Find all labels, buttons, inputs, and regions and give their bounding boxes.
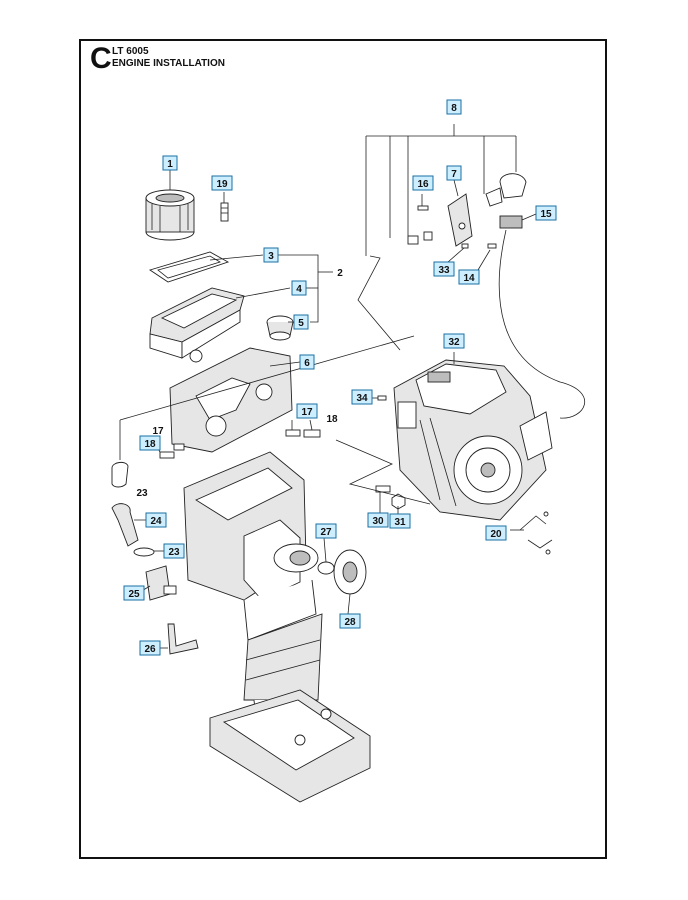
- rammer-body: [183, 451, 371, 803]
- svg-text:27: 27: [320, 527, 332, 538]
- svg-text:20: 20: [490, 529, 502, 540]
- screw-19: [220, 202, 229, 222]
- model-title: LT 6005: [112, 46, 149, 57]
- svg-text:23: 23: [168, 547, 180, 558]
- air-filter-element: [145, 189, 195, 241]
- svg-text:25: 25: [128, 589, 140, 600]
- intake-elbow: [266, 315, 294, 341]
- switch-bracket: [447, 193, 473, 247]
- fuel-hoses: [111, 461, 199, 655]
- svg-text:33: 33: [438, 265, 450, 276]
- pin-34: [377, 395, 387, 401]
- svg-text:2: 2: [337, 268, 343, 279]
- callout-14: 14: [458, 269, 480, 285]
- svg-text:31: 31: [394, 517, 406, 528]
- engine: [393, 359, 553, 521]
- diagram-frame: [79, 39, 607, 859]
- callout-25: 25: [123, 585, 145, 601]
- engine-bracket-plate: [169, 347, 293, 453]
- bolts: [159, 429, 321, 459]
- svg-text:24: 24: [150, 516, 162, 527]
- svg-text:17: 17: [301, 407, 313, 418]
- svg-text:7: 7: [451, 169, 457, 180]
- callout-3: 3: [263, 247, 279, 263]
- washer-33: [461, 243, 469, 249]
- wiring-20: [519, 511, 553, 555]
- svg-text:14: 14: [463, 273, 475, 284]
- callout-18-boxed: 18: [139, 435, 161, 451]
- callout-32: 32: [443, 333, 465, 349]
- callout-30: 30: [367, 512, 389, 528]
- callout-15: 15: [535, 205, 557, 221]
- air-filter-housing: [149, 287, 245, 359]
- callout-23-boxed: 23: [163, 543, 185, 559]
- callout-4: 4: [291, 280, 307, 296]
- callout-7: 7: [446, 165, 462, 181]
- callout-34: 34: [351, 389, 373, 405]
- callout-17-boxed: 17: [296, 403, 318, 419]
- callout-1: 1: [162, 155, 178, 171]
- callout-8: 8: [446, 99, 462, 115]
- callout-16: 16: [412, 175, 434, 191]
- callout-33: 33: [433, 261, 455, 277]
- screw-16: [417, 205, 429, 211]
- parts-artwork: [111, 173, 585, 803]
- callout-28: 28: [339, 613, 361, 629]
- svg-text:26: 26: [144, 644, 156, 655]
- gasket: [148, 251, 230, 283]
- screw-14: [487, 243, 497, 249]
- svg-text:28: 28: [344, 617, 356, 628]
- callout-17-plain: 17: [152, 426, 164, 437]
- section-title: ENGINE INSTALLATION: [112, 58, 225, 69]
- callout-5: 5: [293, 314, 309, 330]
- callout-26: 26: [139, 640, 161, 656]
- svg-text:18: 18: [326, 414, 338, 425]
- callout-6: 6: [299, 354, 315, 370]
- svg-text:3: 3: [268, 251, 274, 262]
- svg-text:8: 8: [451, 103, 457, 114]
- svg-text:4: 4: [296, 284, 302, 295]
- svg-text:17: 17: [152, 426, 164, 437]
- svg-text:15: 15: [540, 209, 552, 220]
- svg-text:34: 34: [356, 393, 368, 404]
- callout-20: 20: [485, 525, 507, 541]
- svg-text:30: 30: [372, 516, 384, 527]
- connector-15: [499, 215, 523, 229]
- svg-text:19: 19: [216, 179, 228, 190]
- svg-text:6: 6: [304, 358, 310, 369]
- callout-2: 2: [337, 268, 343, 279]
- svg-text:5: 5: [298, 318, 304, 329]
- svg-text:16: 16: [417, 179, 429, 190]
- callout-27: 27: [315, 523, 337, 539]
- svg-text:18: 18: [144, 439, 156, 450]
- svg-text:32: 32: [448, 337, 460, 348]
- stop-switch-cable: [357, 173, 585, 419]
- clutch-coupling: [317, 549, 367, 595]
- callout-19: 19: [211, 175, 233, 191]
- callout-18-plain: 18: [326, 414, 338, 425]
- section-letter: C: [90, 42, 112, 75]
- callout-31: 31: [389, 513, 411, 529]
- callout-23-plain: 23: [136, 488, 148, 499]
- svg-text:23: 23: [136, 488, 148, 499]
- svg-text:1: 1: [167, 159, 173, 170]
- callout-24: 24: [145, 512, 167, 528]
